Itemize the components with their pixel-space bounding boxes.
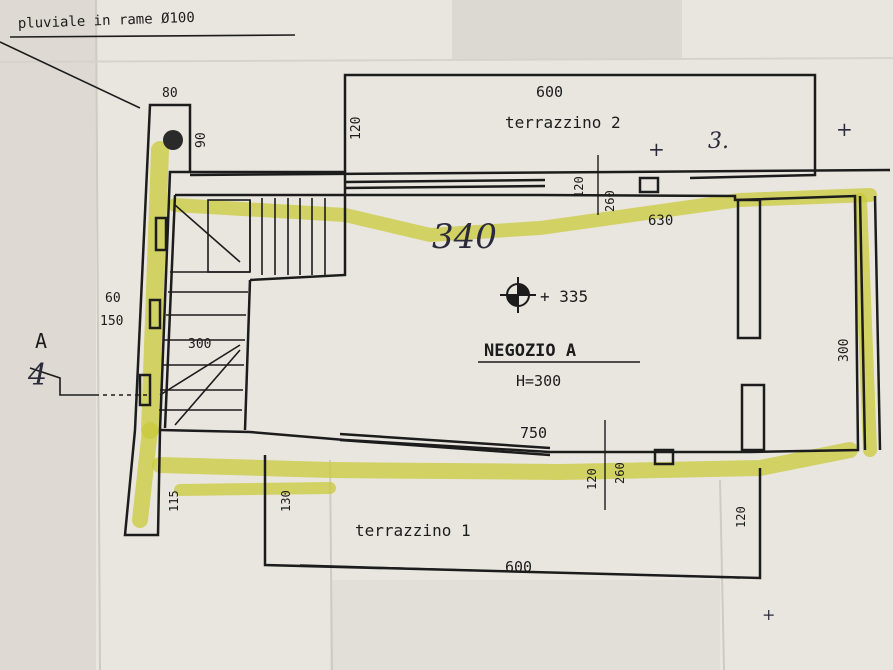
handwritten-plus-mark: + <box>762 605 775 624</box>
handwritten-note-3: 3. <box>708 129 729 154</box>
paper-fold-shadow <box>452 0 682 60</box>
dim-90: 90 <box>194 132 209 148</box>
dim-600-top: 600 <box>536 83 563 101</box>
dim-120-top: 120 <box>349 117 364 140</box>
section-letter: A <box>35 329 47 353</box>
handwritten-plus-mark: + <box>836 117 853 141</box>
paper-fold-shadow <box>0 0 96 670</box>
elevation-marker-fill <box>507 284 529 306</box>
dim-120-bottom: 120 <box>734 506 748 528</box>
elevation-label: + 335 <box>540 287 588 306</box>
paper-fold-line <box>95 0 101 670</box>
shop-height: H=300 <box>516 372 561 390</box>
dim-120-window: 120 <box>572 176 586 198</box>
downpipe-symbol <box>163 130 183 150</box>
dimension-ticks <box>299 155 741 579</box>
handwritten-width-note: 340 <box>432 217 497 257</box>
dim-750: 750 <box>520 424 547 442</box>
terrace-2-label: terrazzino 2 <box>505 113 621 132</box>
downpipe-label: pluviale in rame Ø100 <box>18 10 195 32</box>
dim-80: 80 <box>162 86 178 101</box>
dim-60: 60 <box>105 291 121 306</box>
dim-115: 115 <box>167 490 181 512</box>
dim-300-right: 300 <box>837 339 852 362</box>
dim-260-window: 260 <box>603 190 617 212</box>
terrace-1-label: terrazzino 1 <box>355 521 471 540</box>
dim-120-door: 120 <box>585 468 599 490</box>
dim-150: 150 <box>100 314 123 329</box>
shop-name: NEGOZIO A <box>484 341 576 361</box>
handwritten-plus-mark: + <box>648 137 665 161</box>
dim-630: 630 <box>648 213 673 229</box>
staircase <box>159 198 326 426</box>
paper-fold-line <box>719 479 725 670</box>
section-arrow <box>29 367 150 396</box>
section-number: 4 <box>27 358 47 393</box>
dim-130: 130 <box>279 490 293 512</box>
paper-fold-line <box>329 459 333 670</box>
paper-fold-shadow <box>330 580 720 670</box>
dim-600-bottom: 600 <box>505 558 532 576</box>
paper-fold-line <box>0 57 893 63</box>
dim-300-stair: 300 <box>188 337 211 352</box>
downpipe-leader <box>0 34 296 109</box>
dim-260-door: 260 <box>613 462 627 484</box>
